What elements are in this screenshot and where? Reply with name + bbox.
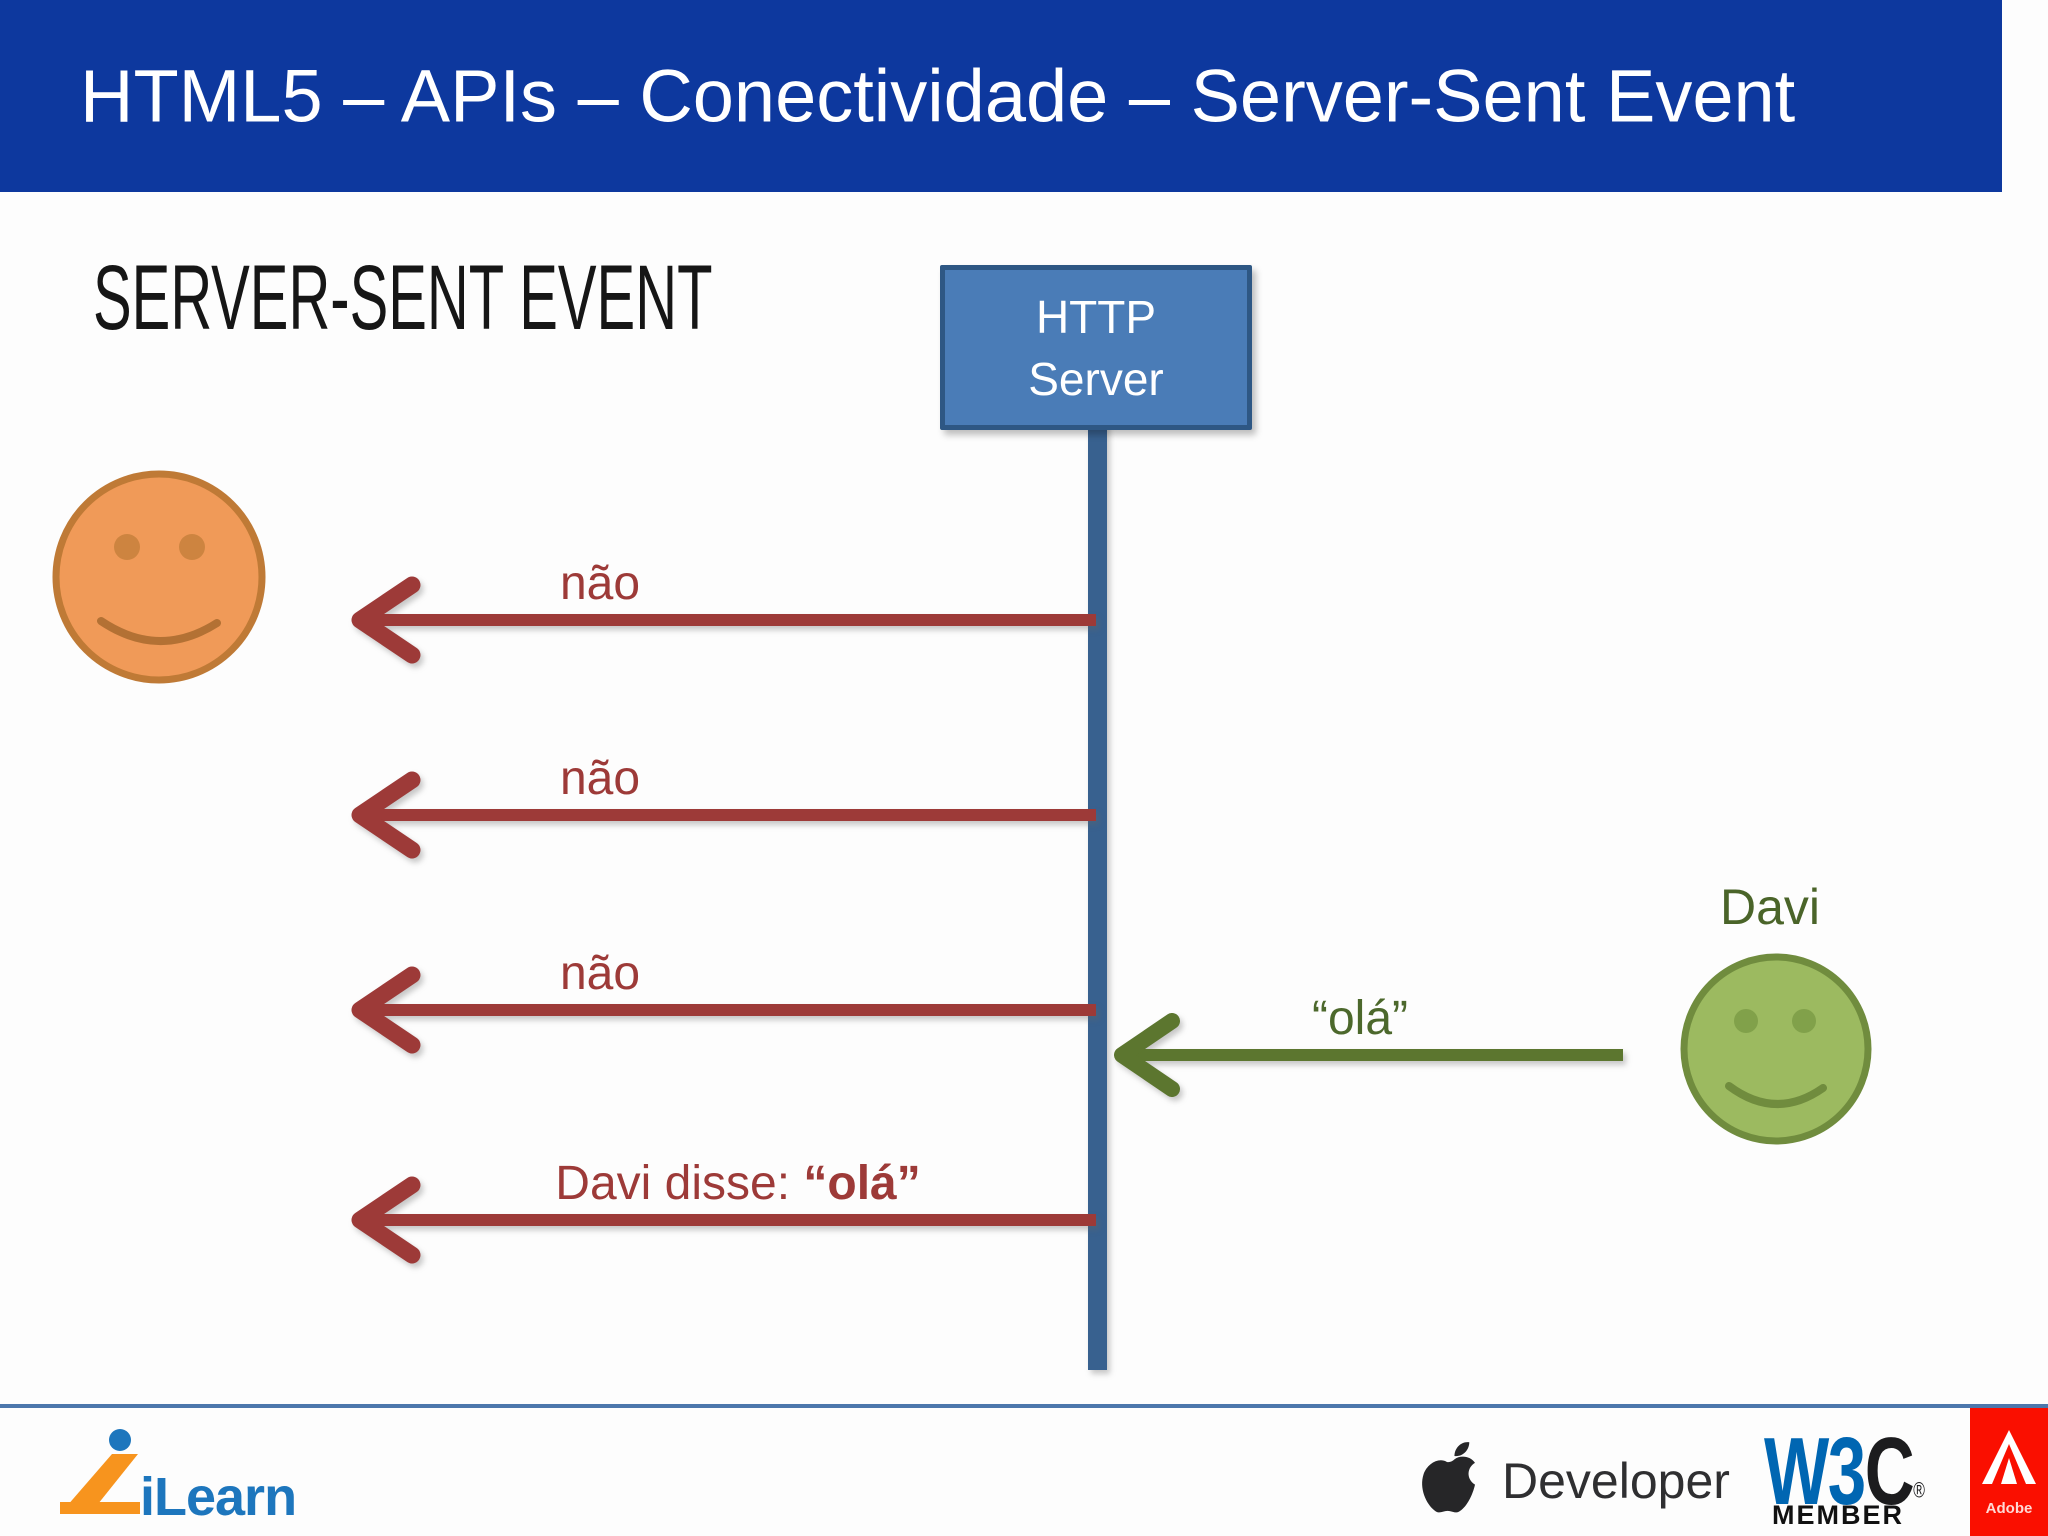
- message-arrow-ola: [1114, 1013, 1623, 1097]
- message-label-nao-1: não: [559, 557, 641, 610]
- w3c-member-label: MEMBER: [1772, 1500, 1904, 1530]
- message-label-davi-disse: Davi disse: “olá”: [555, 1158, 920, 1210]
- apple-logo-icon: [1422, 1442, 1475, 1513]
- section-heading: SERVER-SENT EVENT: [93, 247, 713, 349]
- message-arrow-nao-2: [351, 771, 1096, 859]
- message-label-ola: “olá”: [1311, 992, 1409, 1045]
- davi-actor-label: Davi: [1719, 879, 1821, 935]
- ilearn-wordmark: iLearn: [140, 1467, 297, 1527]
- message-arrow-nao-1: [351, 576, 1096, 664]
- apple-developer-wordmark: Developer: [1502, 1453, 1730, 1509]
- slide-title: HTML5 – APIs – Conectividade – Server-Se…: [80, 54, 1796, 138]
- message-arrow-davi-disse: [351, 1176, 1096, 1264]
- smiley-davi-icon: [1680, 953, 1872, 1145]
- w3c-logo: W3C®: [1764, 1424, 1925, 1520]
- http-server-box-line1: HTTP: [1035, 290, 1157, 343]
- http-server-box-line2: Server: [1028, 352, 1164, 405]
- adobe-wordmark: Adobe: [1985, 1500, 2033, 1517]
- http-server-box: HTTP Server: [940, 265, 1252, 430]
- message-label-davi-disse-quote: “olá”: [803, 1157, 921, 1210]
- w3c-registered-mark: ®: [1913, 1477, 1925, 1503]
- server-lifeline: [1088, 420, 1107, 1370]
- message-label-nao-2: não: [559, 752, 641, 805]
- message-label-davi-disse-prefix: Davi disse:: [555, 1157, 804, 1210]
- w3c-logo-w3: W3: [1764, 1418, 1866, 1525]
- footer-divider: [0, 1404, 2048, 1408]
- ilearn-icon: [60, 1429, 140, 1514]
- message-arrow-nao-3: [351, 966, 1096, 1054]
- adobe-logo: Adobe: [1970, 1408, 2048, 1536]
- adobe-a-icon: [1982, 1430, 2036, 1484]
- smiley-client-icon: [52, 470, 266, 684]
- header-bar: HTML5 – APIs – Conectividade – Server-Se…: [0, 0, 2002, 192]
- message-label-nao-3: não: [559, 947, 641, 1000]
- w3c-logo-c: C: [1864, 1418, 1915, 1525]
